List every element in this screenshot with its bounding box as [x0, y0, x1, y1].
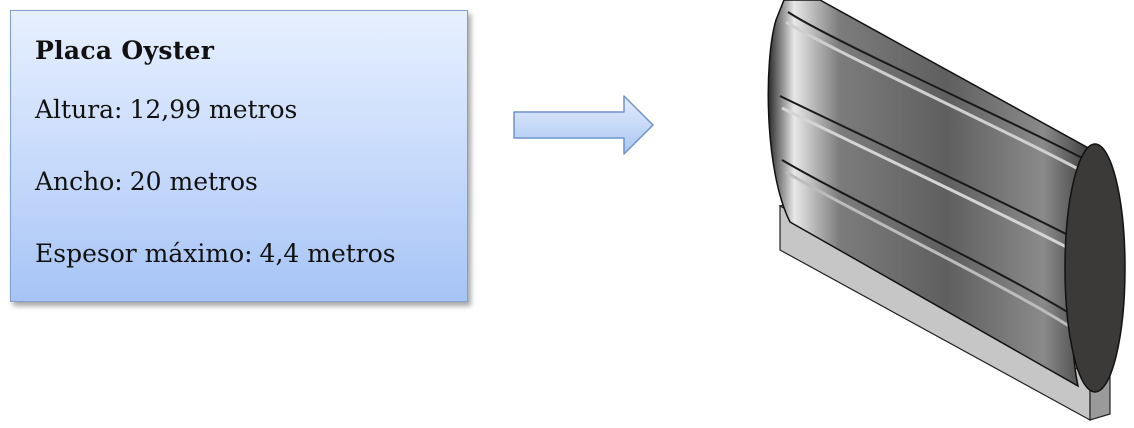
spec-thickness: Espesor máximo:4,4 metros — [35, 238, 467, 270]
spec-width-value: 20 metros — [129, 167, 258, 196]
plate-ridge-2 — [779, 95, 1079, 241]
spec-height-label: Altura: — [35, 95, 123, 124]
plate-ridge-1 — [787, 11, 1083, 159]
spec-thickness-label: Espesor máximo: — [35, 239, 253, 268]
oyster-plate-model — [767, 0, 1126, 422]
spec-height: Altura:12,99 metros — [35, 94, 467, 126]
spec-thickness-value: 4,4 metros — [259, 239, 396, 268]
plate-ridge-3-highlight — [785, 170, 1073, 330]
right-arrow-icon — [513, 95, 654, 155]
spec-title: Placa Oyster — [35, 36, 215, 65]
spec-width-label: Ancho: — [35, 167, 123, 196]
spec-width: Ancho:20 metros — [35, 166, 467, 198]
spec-height-value: 12,99 metros — [129, 95, 298, 124]
plate-end-cap — [1064, 143, 1126, 393]
plate-ridge-3 — [781, 159, 1075, 317]
plate-ridge-2-highlight — [781, 106, 1077, 254]
plate-ridge-1-highlight — [785, 20, 1081, 172]
spec-card: Placa Oyster Altura:12,99 metros Ancho:2… — [10, 10, 468, 302]
